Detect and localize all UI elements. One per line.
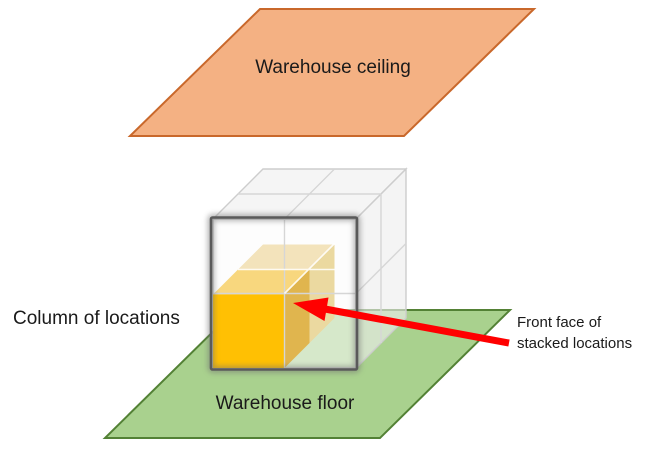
warehouse-floor-plane (102, 309, 513, 439)
gold-top-face (213, 269, 310, 295)
ceiling-label: Warehouse ceiling (255, 57, 411, 78)
warehouse-ceiling-plane (127, 8, 537, 137)
front-face-label-line2: stacked locations (517, 335, 633, 352)
front-face-label: Front face of stacked locations (517, 312, 657, 354)
gold-back-top-face (238, 244, 335, 270)
front-face-highlight-border (209, 216, 359, 371)
gold-front-face (213, 294, 285, 368)
callout-arrow-head (293, 297, 329, 321)
column-of-locations-label: Column of locations (13, 308, 180, 329)
gold-location-column (213, 244, 335, 368)
front-face-label-line1: Front face of (517, 314, 602, 331)
callout-arrow (293, 297, 510, 347)
floor-label: Warehouse floor (215, 393, 355, 414)
front-face-highlight (207, 214, 361, 373)
callout-arrow-shaft (324, 305, 510, 347)
